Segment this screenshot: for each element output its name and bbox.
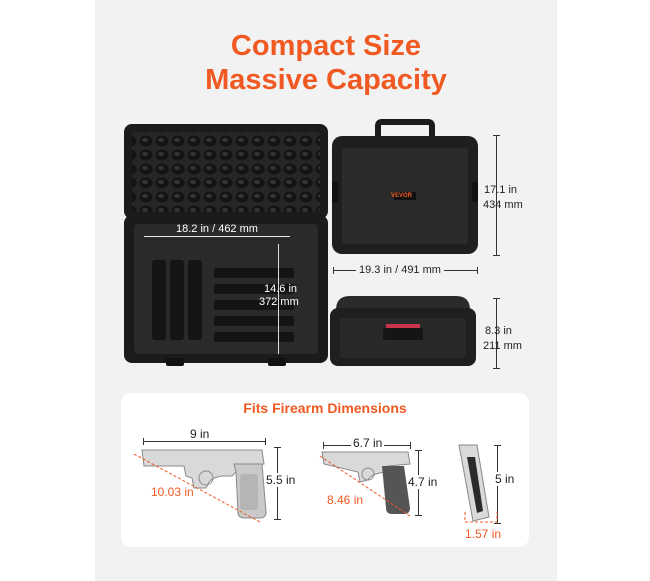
magazine-image <box>458 444 490 522</box>
depth-tick-top <box>493 298 500 299</box>
gun1-diagonal-label: 10.03 in <box>151 485 194 499</box>
interior-width-line <box>144 236 290 237</box>
interior-depth-line <box>278 244 279 354</box>
gun2-height-tick-top <box>415 450 422 451</box>
gun2-length-label: 6.7 in <box>351 436 385 450</box>
closed-case-front-image <box>332 119 478 254</box>
magazine-height-tick-top <box>494 445 501 446</box>
gun1-length-line <box>143 441 265 442</box>
gun2-diagonal-line <box>319 455 411 517</box>
gun1-length-label: 9 in <box>190 427 210 441</box>
open-case-image <box>124 124 328 366</box>
closed-case-angle-image <box>330 296 476 366</box>
width-label: 19.3 in / 491 mm <box>356 264 444 276</box>
interior-depth-mm-label: 372 mm <box>259 296 299 308</box>
gun2-diagonal-label: 8.46 in <box>327 493 364 507</box>
depth-in-label: 8.3 in <box>485 325 512 337</box>
interior-depth-in-label: 14.6 in <box>264 283 298 295</box>
gun1-length-tick-right <box>265 438 266 445</box>
magazine-height-label: 5 in <box>495 472 515 486</box>
gun1-diagonal-line <box>133 453 261 523</box>
width-tick-left <box>333 267 334 274</box>
depth-mm-label: 211 mm <box>483 340 522 352</box>
width-tick-right <box>477 267 478 274</box>
headline-line-2: Massive Capacity <box>205 64 447 96</box>
magazine-width-label: 1.57 in <box>465 527 502 541</box>
magazine-width-marker <box>464 512 498 523</box>
height-tick-top <box>493 135 500 136</box>
brand-badge: VEVOR <box>391 193 413 199</box>
gun1-height-label: 5.5 in <box>266 473 296 487</box>
height-in-label: 17.1 in <box>484 184 518 196</box>
gun1-height-tick-top <box>274 447 281 448</box>
pistol-1-image <box>141 449 267 519</box>
magazine-height-tick-bottom <box>494 523 501 524</box>
headline-line-1: Compact Size <box>230 30 422 62</box>
interior-width-label: 18.2 in / 462 mm <box>176 223 258 235</box>
gun1-length-tick-left <box>143 438 144 445</box>
gun2-height-tick-bottom <box>415 515 422 516</box>
height-mm-label: 434 mm <box>483 199 523 211</box>
depth-line <box>496 298 497 368</box>
gun2-length-tick-left <box>323 442 324 449</box>
gun2-height-label: 4.7 in <box>408 475 438 489</box>
gun1-height-tick-bottom <box>274 519 281 520</box>
height-line <box>496 135 497 255</box>
gun2-length-tick-right <box>410 442 411 449</box>
height-tick-bottom <box>493 255 500 256</box>
firearm-card-title: Fits Firearm Dimensions <box>243 400 407 416</box>
depth-tick-bottom <box>493 368 500 369</box>
